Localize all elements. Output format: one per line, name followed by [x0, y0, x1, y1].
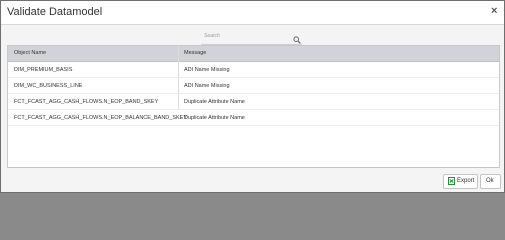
search-field[interactable]: Search	[201, 32, 302, 45]
export-button-label: Export	[457, 178, 475, 184]
validation-results-table: Object Name Message DIM_PREMIUM_BASIS AD…	[7, 45, 500, 168]
export-button[interactable]: Export	[443, 174, 478, 189]
export-file-icon	[448, 177, 455, 187]
object-name-cell: FCT_FCAST_AGG_CASH_FLOWS.N_EOP_BAND_SKEY	[14, 99, 159, 105]
ok-button-label: Ok	[486, 178, 494, 184]
message-cell: ADI Name Missing	[184, 67, 230, 73]
column-divider	[178, 46, 179, 110]
dialog-titlebar: Validate Datamodel ×	[1, 1, 504, 25]
search-icon[interactable]	[293, 31, 301, 49]
table-row[interactable]: DIM_WC_BUSINESS_LINE ADI Name Missing	[8, 78, 499, 94]
validate-datamodel-dialog: Validate Datamodel × Search Object Name …	[0, 0, 505, 193]
object-name-cell: DIM_PREMIUM_BASIS	[14, 67, 73, 73]
object-name-cell: FCT_FCAST_AGG_CASH_FLOWS.N_EOP_BALANCE_B…	[14, 115, 187, 121]
message-cell: ADI Name Missing	[184, 83, 230, 89]
message-cell: Duplicate Attribute Name	[184, 115, 245, 121]
column-header-object-name[interactable]: Object Name	[14, 50, 47, 56]
table-row[interactable]: FCT_FCAST_AGG_CASH_FLOWS.N_EOP_BALANCE_B…	[8, 110, 499, 126]
search-input[interactable]: Search	[204, 33, 220, 39]
close-icon[interactable]: ×	[491, 5, 498, 17]
column-header-message[interactable]: Message	[184, 50, 207, 56]
table-row[interactable]: DIM_PREMIUM_BASIS ADI Name Missing	[8, 62, 499, 78]
ok-button[interactable]: Ok	[480, 174, 501, 189]
table-header: Object Name Message	[8, 46, 499, 62]
dialog-title: Validate Datamodel	[7, 6, 103, 18]
table-row[interactable]: FCT_FCAST_AGG_CASH_FLOWS.N_EOP_BAND_SKEY…	[8, 94, 499, 110]
message-cell: Duplicate Attribute Name	[184, 99, 245, 105]
object-name-cell: DIM_WC_BUSINESS_LINE	[14, 83, 83, 89]
